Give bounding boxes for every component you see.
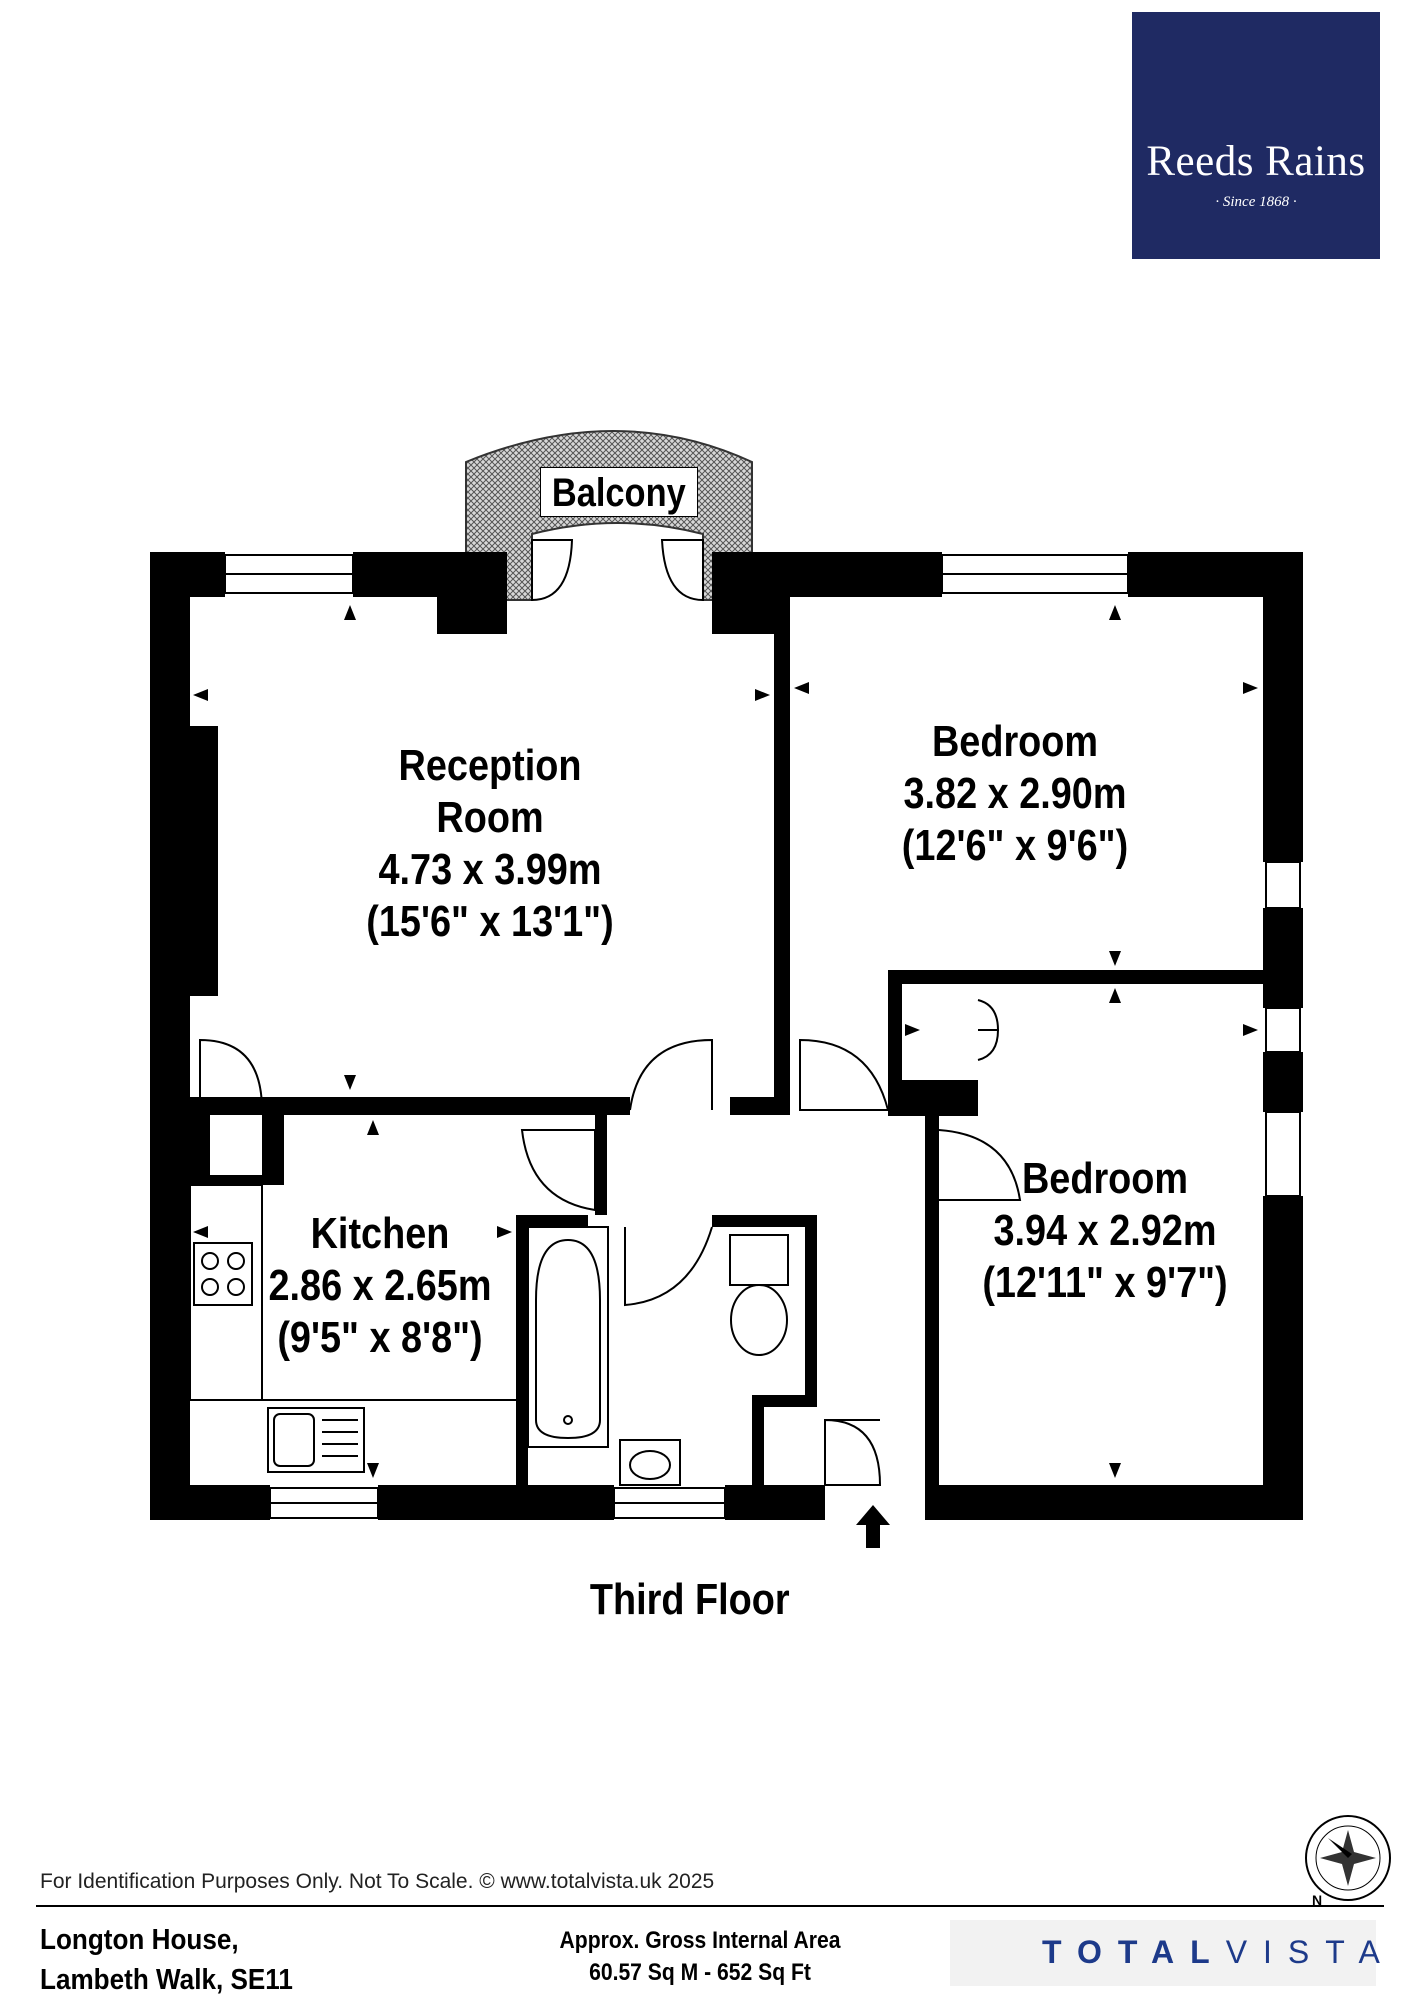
disclaimer-text: For Identification Purposes Only. Not To… xyxy=(40,1870,715,1893)
room-metric: 3.94 x 2.92m xyxy=(993,1205,1217,1255)
property-address: Longton House, Lambeth Walk, SE11 xyxy=(40,1920,293,2000)
kitchen-fittings xyxy=(189,1184,516,1473)
logo-brand: Reeds Rains xyxy=(1146,138,1366,185)
outer-walls xyxy=(150,552,1303,1520)
area-value: 60.57 Sq M - 652 Sq Ft xyxy=(589,1959,811,1986)
logo-since: · Since 1868 · xyxy=(1215,194,1297,210)
dimension-arrows xyxy=(193,605,1258,1478)
bathroom-fittings xyxy=(527,1226,789,1486)
room-metric: 2.86 x 2.65m xyxy=(268,1260,492,1310)
reeds-rains-logo: Reeds Rains · Since 1868 · xyxy=(1132,12,1380,259)
address-line-2: Lambeth Walk, SE11 xyxy=(40,1964,293,1996)
doors xyxy=(199,539,1022,1486)
area-title: Approx. Gross Internal Area xyxy=(559,1927,841,1954)
wordmark-total: TOTAL xyxy=(1042,1934,1226,1970)
svg-text:N: N xyxy=(1312,1892,1322,1908)
wordmark-vista: VISTA xyxy=(1225,1934,1396,1970)
compass-north-icon: N xyxy=(1305,1815,1391,1908)
entrance-arrow-icon xyxy=(856,1505,890,1548)
gross-internal-area: Approx. Gross Internal Area 60.57 Sq M -… xyxy=(524,1925,876,1989)
room-label-bedroom-2: Bedroom 3.94 x 2.92m (12'11" x 9'7") xyxy=(955,1153,1256,1309)
totalvista-banner: TOTALVISTA xyxy=(950,1920,1380,1986)
room-imperial: (12'6" x 9'6") xyxy=(901,820,1129,870)
room-metric: 3.82 x 2.90m xyxy=(903,768,1127,818)
floor-label: Third Floor xyxy=(589,1575,790,1624)
footer-divider xyxy=(36,1905,1384,1907)
room-name: Bedroom xyxy=(931,717,1099,766)
room-imperial: (12'11" x 9'7") xyxy=(982,1257,1228,1307)
room-name: Bedroom xyxy=(1021,1154,1189,1203)
windows xyxy=(224,554,1301,1519)
balcony-label: Balcony xyxy=(540,467,698,517)
room-label-reception: Reception Room 4.73 x 3.99m (15'6" x 13'… xyxy=(335,740,645,948)
address-line-1: Longton House, xyxy=(40,1924,239,1956)
room-name: Kitchen xyxy=(310,1209,450,1258)
interior-walls xyxy=(190,597,1263,1485)
room-imperial: (9'5" x 8'8") xyxy=(277,1312,483,1362)
room-label-kitchen: Kitchen 2.86 x 2.65m (9'5" x 8'8") xyxy=(242,1208,517,1364)
room-label-bedroom-1: Bedroom 3.82 x 2.90m (12'6" x 9'6") xyxy=(873,716,1157,872)
totalvista-wordmark: TOTALVISTA xyxy=(1042,1934,1396,1971)
room-imperial: (15'6" x 13'1") xyxy=(366,896,614,946)
room-metric: 4.73 x 3.99m xyxy=(378,844,602,894)
room-name-line2: Room xyxy=(436,792,544,842)
room-name: Reception xyxy=(398,741,582,790)
